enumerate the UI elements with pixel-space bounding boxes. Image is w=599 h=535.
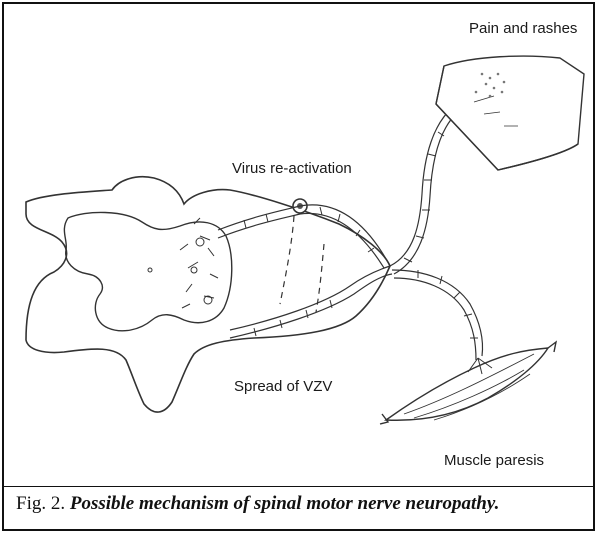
label-virus-reactivation: Virus re-activation [232,160,352,177]
grey-matter-outline [64,212,231,330]
muscle [380,342,556,424]
caption-prefix: Fig. 2. [16,493,65,514]
caption-title: Possible mechanism of spinal motor nerve… [70,493,499,514]
label-muscle-paresis: Muscle paresis [444,452,544,469]
label-pain-and-rashes: Pain and rashes [469,20,577,37]
nerve-fibers [218,108,483,360]
diagram-area: Pain and rashes Virus re-activation Spre… [4,4,593,487]
label-spread-of-vzv: Spread of VZV [234,378,332,395]
figure-caption: Fig. 2. Possible mechanism of spinal mot… [16,493,499,515]
dashed-path-1 [280,216,294,304]
figure-frame: Pain and rashes Virus re-activation Spre… [2,2,595,531]
skin-block [436,56,584,170]
spinal-nerve-diagram [4,4,593,486]
motor-neurons [180,218,218,308]
central-canal [148,268,152,272]
